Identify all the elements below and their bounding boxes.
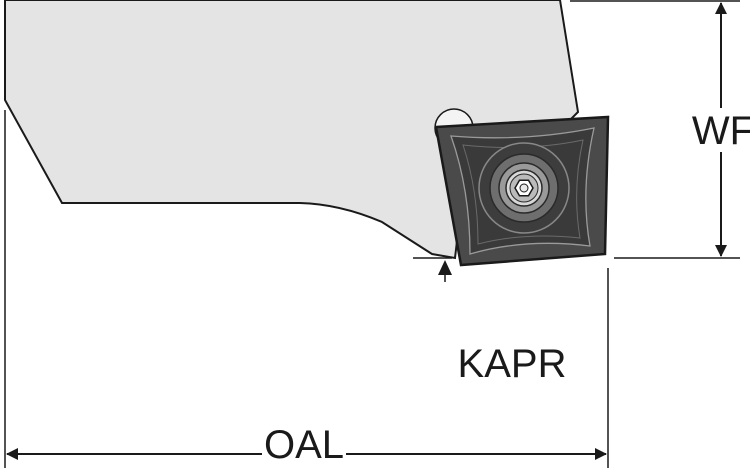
corner-pointer-arrow-icon — [438, 260, 452, 275]
oal-label: OAL — [264, 423, 344, 467]
wf-label-gap — [700, 108, 750, 152]
cutting-insert — [434, 115, 610, 267]
wf-label: WF — [692, 109, 750, 153]
oal-label-gap — [262, 430, 346, 466]
kapr-label: KAPR — [458, 342, 567, 386]
socket-center — [519, 183, 529, 193]
